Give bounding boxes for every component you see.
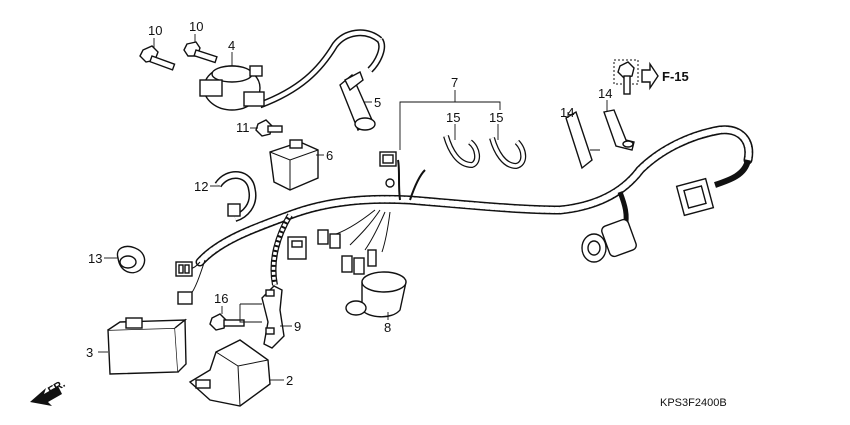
spark-plug-cap bbox=[339, 71, 376, 132]
leader-lines bbox=[98, 34, 608, 381]
label-part-10-b: 10 bbox=[189, 19, 203, 34]
label-part-6: 6 bbox=[326, 148, 333, 163]
clip-part-13 bbox=[116, 245, 146, 274]
label-part-3: 3 bbox=[86, 345, 93, 360]
right-end-connector bbox=[675, 177, 715, 217]
bracket-part-9 bbox=[261, 285, 285, 349]
label-part-12: 12 bbox=[194, 179, 208, 194]
label-part-2: 2 bbox=[286, 373, 293, 388]
label-part-15-a: 15 bbox=[446, 110, 460, 125]
band-part-12 bbox=[214, 171, 257, 222]
label-part-14-a: 14 bbox=[560, 105, 574, 120]
label-part-5: 5 bbox=[374, 95, 381, 110]
bolt-part-10 bbox=[139, 41, 218, 71]
label-part-7: 7 bbox=[451, 75, 458, 90]
bolt-part-11 bbox=[255, 119, 283, 137]
reference-label: F-15 bbox=[662, 69, 689, 84]
label-part-9: 9 bbox=[294, 319, 301, 334]
right-socket bbox=[581, 218, 637, 263]
box-part-3 bbox=[107, 317, 188, 375]
bolt-f15-reference bbox=[613, 59, 639, 95]
cover-part-2 bbox=[188, 339, 271, 407]
branch-top-connector bbox=[379, 151, 397, 188]
clamp-part-14-left bbox=[565, 110, 600, 170]
f15-arrow bbox=[641, 61, 659, 91]
drawing-code: KPS3F2400B bbox=[660, 397, 727, 409]
front-label: FR. bbox=[46, 378, 67, 397]
label-part-4: 4 bbox=[228, 38, 235, 53]
bolt-part-16 bbox=[209, 313, 245, 331]
clamp-part-15-right bbox=[489, 137, 527, 170]
label-part-15-b: 15 bbox=[489, 110, 503, 125]
clamp-part-15-left bbox=[443, 135, 480, 169]
label-part-10-a: 10 bbox=[148, 23, 162, 38]
label-part-11: 11 bbox=[236, 120, 250, 135]
label-part-8: 8 bbox=[384, 320, 391, 335]
left-harness-connectors bbox=[175, 259, 206, 305]
main-wire-harness bbox=[195, 125, 754, 286]
center-connectors bbox=[287, 229, 377, 275]
front-arrow-icon bbox=[30, 386, 62, 406]
label-part-14-b: 14 bbox=[598, 86, 612, 101]
cap-part-8 bbox=[345, 271, 407, 318]
label-part-13: 13 bbox=[88, 251, 102, 266]
label-part-16: 16 bbox=[214, 291, 228, 306]
ignition-coil bbox=[199, 29, 386, 111]
part-labels: 10 10 4 5 11 6 12 13 16 9 3 2 8 7 15 15 … bbox=[86, 19, 612, 388]
relay-part-6 bbox=[269, 139, 319, 191]
clamp-part-14-right bbox=[603, 109, 635, 151]
